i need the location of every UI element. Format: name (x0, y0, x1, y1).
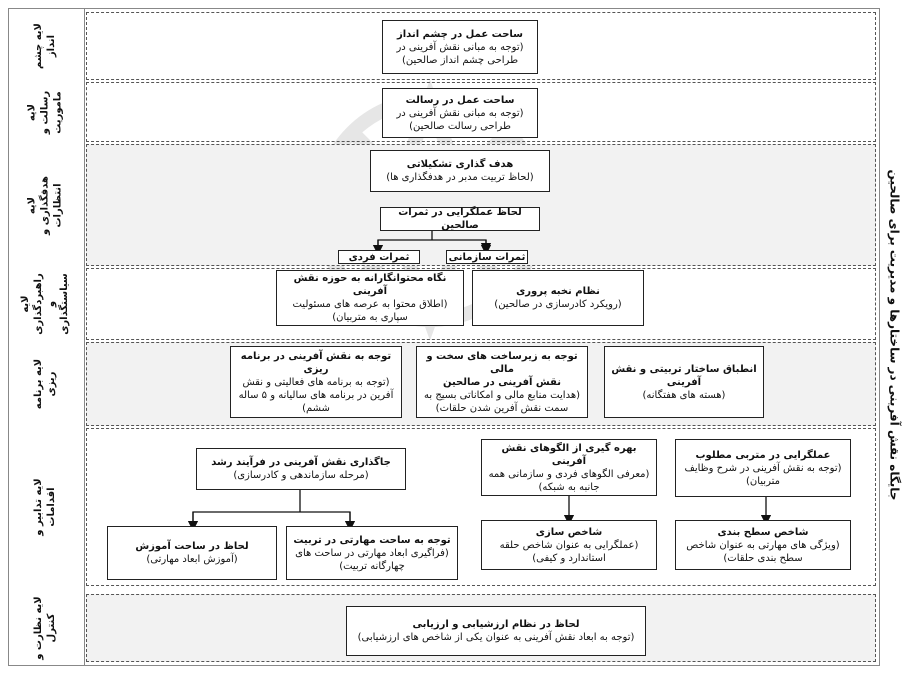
layer-label-control: لایه نظارت و کنترل (33, 596, 57, 660)
box-structure-alignment: انطباق ساختار تربیتی و نقش آفرینی(هسته ه… (604, 346, 764, 418)
layer-label-policy: لایه راهبردگذاری و سیاستگذاری (20, 273, 70, 335)
box-org-fruits: ثمرات سازمانی (446, 250, 528, 264)
box-planning-role: توجه به نقش آفرینی در برنامه ریزی(توجه ب… (230, 346, 402, 418)
box-vision: ساحت عمل در چشم انداز(توجه به مبانی نقش … (382, 20, 538, 74)
box-evaluation: لحاظ در نظام ارزشیابی و ارزیابی(توجه به … (346, 606, 646, 656)
layer-label-mission: لایه رسالت و ماموریت (26, 90, 64, 134)
box-mission: ساحت عمل در رسالت(توجه به مبانی نقش آفری… (382, 88, 538, 138)
box-indexing: شاخص سازی(عملگرایی به عنوان شاخص حلقه اس… (481, 520, 657, 570)
box-content-view: نگاه محتوانگارانه به حوزه نقش آفرینی(اطل… (276, 270, 464, 326)
box-education: لحاظ در ساحت آموزش(آموزش ابعاد مهارتی) (107, 526, 277, 580)
layer-vision (86, 12, 876, 80)
layer-policy (86, 268, 876, 340)
layer-label-column (8, 8, 85, 666)
layer-label-planning: لایه برنامه ریزی (33, 358, 57, 410)
box-level-index: شاخص سطح بندی(ویژگی های مهارتی به عنوان … (675, 520, 851, 570)
side-title: جایگاه نقش آفرینی در ساختارها و مدیریت ب… (887, 169, 901, 501)
box-performance-fruits: لحاظ عملگرایی در ثمرات صالحین (380, 207, 540, 231)
box-growth-embedding: جاگذاری نقش آفرینی در فرآیند رشد(مرحله س… (196, 448, 406, 490)
layer-actions (86, 428, 876, 586)
layer-mission (86, 82, 876, 142)
box-ind-fruits: ثمرات فردی (338, 250, 420, 264)
layer-label-goals: لایه هدفگذاری و انتظارات (26, 175, 64, 235)
box-goal-setting: هدف گذاری تشکیلاتی(لحاظ تربیت مدبر در هد… (370, 150, 550, 192)
layer-label-actions: لایه تدابیر و اقدامات (33, 478, 57, 536)
diagram-frame (8, 8, 880, 666)
box-elite-system: نظام نخبه پروری(رویکرد کادرسازی در صالحی… (472, 270, 644, 326)
box-ideal-trainee: عملگرایی در متربی مطلوب(توجه به نقش آفری… (675, 439, 851, 497)
box-skill-domain: توجه به ساحت مهارتی در تربیت(فراگیری ابع… (286, 526, 458, 580)
box-infrastructure: توجه به زیرساخت های سخت و مالی نقش آفرین… (416, 346, 588, 418)
layer-label-vision: لایه چشم انداز (33, 23, 57, 69)
box-role-patterns: بهره گیری از الگوهای نقش آفرینی(معرفی ال… (481, 439, 657, 496)
